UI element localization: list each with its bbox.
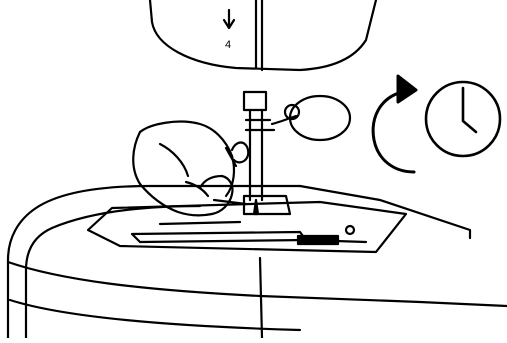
feed-dog xyxy=(298,236,338,244)
needle-assembly xyxy=(226,92,350,214)
rotate-arrow-icon xyxy=(373,76,416,172)
hand xyxy=(133,122,246,216)
thread-guide-number: 4 xyxy=(225,39,231,51)
clock-icon xyxy=(426,82,500,156)
machine-head: 4 xyxy=(150,0,376,70)
